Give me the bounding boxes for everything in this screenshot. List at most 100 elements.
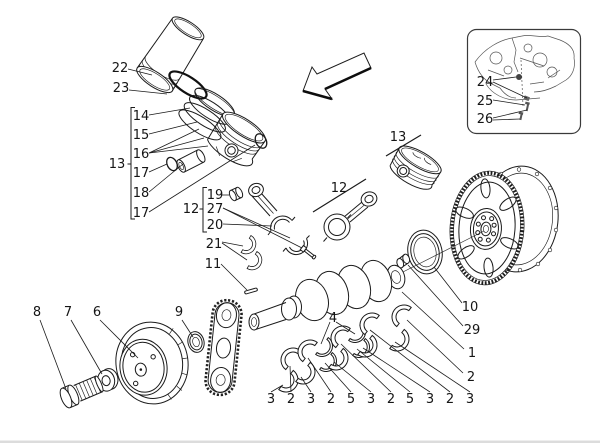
pilot-bushing — [396, 253, 411, 269]
leader-20 — [222, 223, 273, 227]
callout-29: 29 — [464, 323, 481, 338]
leader-16b — [148, 137, 205, 154]
pulley-bolt — [59, 375, 104, 409]
bottom-row-callout-1: 2 — [287, 392, 295, 407]
rod-bearing-shells — [240, 235, 266, 274]
leader-10 — [433, 266, 463, 304]
leader-row-7 — [356, 348, 411, 393]
woodruff-key — [244, 287, 258, 295]
inset-leader-lines — [492, 76, 528, 121]
flywheel-ring-gear — [449, 170, 525, 286]
pulley-rim-ribs — [167, 328, 188, 400]
bottom-row-callout-5: 3 — [367, 392, 375, 407]
callout-11: 11 — [205, 257, 222, 272]
leader-row-9 — [369, 329, 451, 393]
window-bottom-edge — [0, 440, 600, 443]
leader-row-10 — [394, 341, 471, 393]
leader-row-3 — [307, 357, 332, 393]
leader-11 — [220, 263, 248, 291]
leader-17-lower — [148, 144, 256, 213]
bottom-row-callout-6: 2 — [387, 392, 395, 407]
callout-10: 10 — [462, 300, 479, 315]
flywheel-assembly-line — [392, 230, 485, 278]
callout-20: 20 — [207, 218, 224, 233]
group-bracket-13 — [127, 107, 135, 220]
leader-4a — [320, 321, 331, 345]
callout-14: 14 — [133, 109, 150, 124]
bottom-row-callout-7: 5 — [406, 392, 414, 407]
callout-numbers: 22 23 14 15 16 17 18 17 13 19 27 20 21 1… — [33, 61, 493, 407]
leader-16c — [148, 145, 209, 154]
bottom-row-callout-10: 3 — [466, 392, 474, 407]
callout-17-upper: 17 — [133, 166, 150, 181]
callout-8: 8 — [33, 305, 41, 320]
leader-9 — [181, 319, 194, 338]
callout-7: 7 — [64, 305, 72, 320]
callout-25: 25 — [477, 94, 494, 109]
callout-22: 22 — [112, 61, 129, 76]
leader-row-0 — [270, 384, 284, 393]
callout-17-lower: 17 — [133, 206, 150, 221]
flywheel — [392, 165, 559, 286]
small-end-bushing — [228, 186, 244, 202]
connecting-rod-assembled — [323, 191, 378, 242]
rear-oil-seal — [407, 229, 443, 275]
leader-27a — [222, 207, 291, 239]
leader-1 — [401, 291, 465, 350]
leader-24b — [492, 81, 528, 99]
callout-12-group: 12 — [183, 202, 200, 217]
leader-22 — [127, 68, 153, 76]
callout-21: 21 — [206, 237, 223, 252]
damper-pulley — [115, 321, 189, 405]
callout-2-main: 2 — [467, 370, 475, 385]
inset-engine-view — [466, 28, 582, 135]
leader-27b — [222, 207, 303, 249]
bottom-row-callout-3: 2 — [327, 392, 335, 407]
connecting-rod — [248, 182, 296, 236]
leader-6 — [99, 319, 139, 359]
leader-21b — [221, 242, 248, 261]
leader-4b — [335, 321, 356, 335]
callout-15: 15 — [133, 128, 150, 143]
callout-26: 26 — [477, 112, 494, 127]
leader-26b — [492, 118, 521, 121]
crankshaft — [248, 259, 406, 331]
inset-engine-sketch — [474, 35, 575, 107]
inset-parts — [516, 74, 530, 121]
callout-6: 6 — [93, 305, 101, 320]
callout-13-group: 13 — [109, 157, 126, 172]
label-line-13 — [385, 134, 422, 157]
front-oil-seal — [187, 331, 205, 353]
liner-o-ring — [168, 70, 208, 100]
leader-26a — [492, 109, 528, 119]
callout-19: 19 — [207, 188, 224, 203]
leader-row-4 — [324, 362, 352, 393]
leader-row-6 — [340, 343, 392, 393]
circlip — [254, 133, 268, 149]
inset-sensor-part — [516, 74, 522, 80]
leader-14 — [148, 107, 191, 116]
callout-1: 1 — [468, 346, 476, 361]
leader-25 — [492, 99, 526, 106]
flywheel-spoke-holes — [455, 178, 519, 278]
leader-15 — [148, 121, 198, 135]
leader-29 — [407, 264, 464, 327]
leader-23 — [128, 89, 168, 95]
bottom-row-callout-4: 5 — [347, 392, 355, 407]
leader-18 — [148, 163, 184, 193]
piston — [207, 111, 266, 167]
callout-18: 18 — [133, 186, 150, 201]
callout-23: 23 — [113, 81, 130, 96]
callout-13-piston: 13 — [390, 130, 407, 145]
leader-row-8 — [362, 347, 431, 393]
callout-4: 4 — [329, 311, 337, 326]
rod-cap — [282, 235, 310, 256]
leader-row-2 — [300, 376, 312, 393]
leader-2-main — [406, 319, 464, 374]
leader-row-5 — [333, 361, 372, 393]
callout-16: 16 — [133, 147, 150, 162]
wrist-pin — [176, 149, 206, 173]
piston-assembled — [389, 145, 442, 190]
